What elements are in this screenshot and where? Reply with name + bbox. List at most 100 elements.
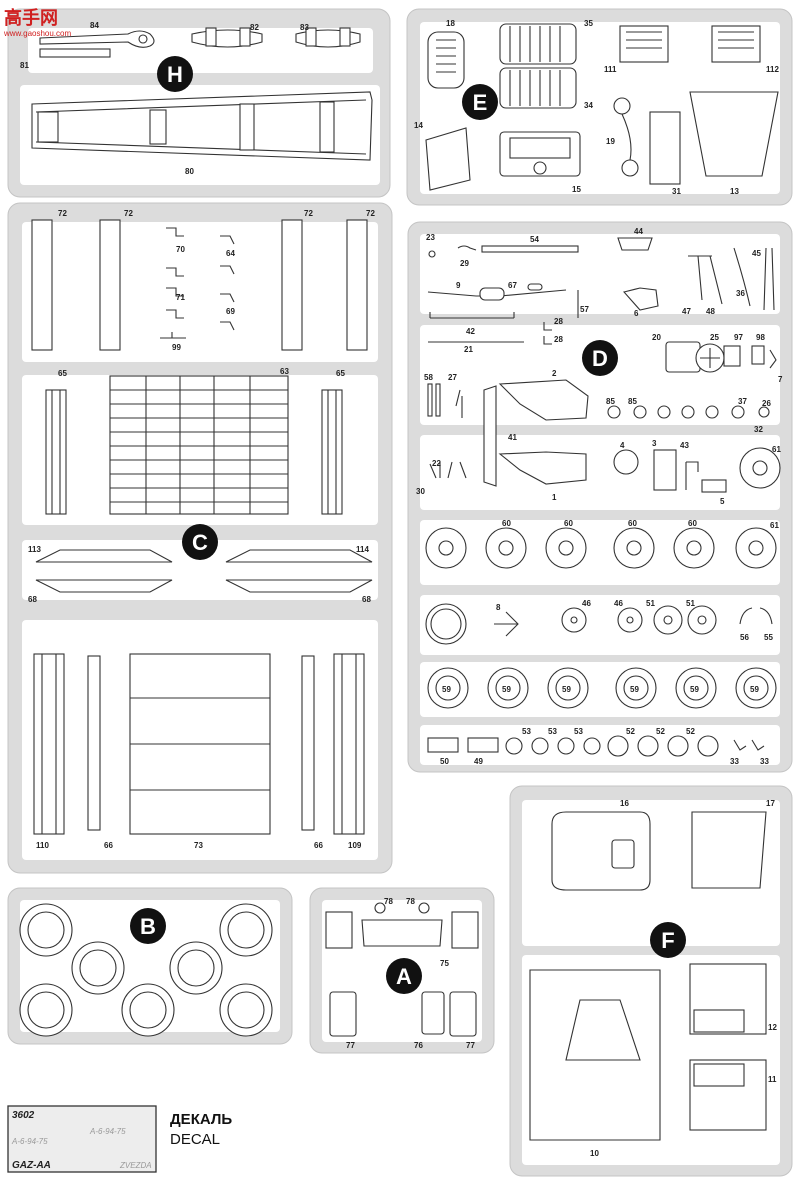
part-label: 6 <box>634 309 639 318</box>
part-label: 52 <box>656 727 665 736</box>
part-label: 97 <box>734 333 743 342</box>
part-label: 85 <box>606 397 615 406</box>
part-label: 11 <box>768 1075 777 1084</box>
sprue-badge-a <box>386 958 422 994</box>
decal-model: GAZ-AA <box>12 1160 51 1171</box>
part-label: 48 <box>706 307 715 316</box>
part-label: 114 <box>356 545 369 554</box>
part-label: 5 <box>720 497 725 506</box>
part-label: 63 <box>280 367 289 376</box>
part-label: 25 <box>710 333 719 342</box>
part-label: 60 <box>688 519 697 528</box>
part-label: 42 <box>466 327 475 336</box>
part-label: 33 <box>760 757 769 766</box>
part-label: 58 <box>424 373 433 382</box>
part-label: 77 <box>346 1041 355 1050</box>
part-label: 20 <box>652 333 661 342</box>
sprue-e-parts <box>425 23 779 191</box>
part-label: 111 <box>604 65 617 74</box>
part-label: 77 <box>466 1041 475 1050</box>
sprue-d-wheels <box>425 527 777 757</box>
sprue-h-labels: 84 82 83 81 80 <box>20 21 309 176</box>
part-label: 66 <box>104 841 113 850</box>
sprue-c-parts <box>31 219 373 835</box>
part-label: 46 <box>614 599 623 608</box>
part-label: 80 <box>185 167 194 176</box>
part-label: 51 <box>686 599 695 608</box>
sprue-c-labels: 72 72 72 72 70 64 71 69 99 65 63 65 113 … <box>28 209 375 850</box>
decal-brand: ZVEZDA <box>119 1161 152 1170</box>
part-label: 52 <box>626 727 635 736</box>
part-label: 37 <box>738 397 747 406</box>
sprue-f-parts <box>529 811 767 1141</box>
sprue-d-labels: 23 29 54 44 45 9 67 57 47 48 36 42 28 28… <box>416 227 783 766</box>
part-label: 27 <box>448 373 457 382</box>
part-label: 3 <box>652 439 657 448</box>
part-label: 72 <box>366 209 375 218</box>
part-label: 75 <box>440 959 449 968</box>
part-label: 68 <box>362 595 371 604</box>
part-label: 32 <box>754 425 763 434</box>
sprue-letter: A <box>396 964 412 989</box>
part-label: 85 <box>628 397 637 406</box>
sprue-b-tires <box>19 903 273 1037</box>
part-label: 4 <box>620 441 625 450</box>
part-label: 56 <box>740 633 749 642</box>
sprue-h-parts <box>31 27 373 161</box>
part-label: 60 <box>502 519 511 528</box>
sprue-f-labels: 16 17 12 11 10 <box>590 799 777 1158</box>
part-label: 10 <box>590 1149 599 1158</box>
part-label: 82 <box>250 23 259 32</box>
part-label: 84 <box>90 21 99 30</box>
watermark-logo: 高手网 <box>4 7 58 28</box>
part-label: 72 <box>124 209 133 218</box>
sprue-badge-f <box>650 922 686 958</box>
sprue-letter: B <box>140 914 156 939</box>
part-label: 53 <box>548 727 557 736</box>
sprue-badge-d <box>582 340 618 376</box>
part-label: 22 <box>432 459 441 468</box>
part-label: 60 <box>628 519 637 528</box>
sprue-badge-h <box>157 56 193 92</box>
part-label: 78 <box>384 897 393 906</box>
part-label: 50 <box>440 757 449 766</box>
part-label: 99 <box>172 343 181 352</box>
sprue-letter: C <box>192 530 208 555</box>
part-label: 46 <box>582 599 591 608</box>
part-label: 66 <box>314 841 323 850</box>
part-label: 53 <box>574 727 583 736</box>
part-label: 59 <box>442 685 451 694</box>
part-label: 31 <box>672 187 681 196</box>
part-label: 36 <box>736 289 745 298</box>
part-label: 52 <box>686 727 695 736</box>
part-label: 12 <box>768 1023 777 1032</box>
part-label: 49 <box>474 757 483 766</box>
part-label: 65 <box>336 369 345 378</box>
part-label: 13 <box>730 187 739 196</box>
part-label: 15 <box>572 185 581 194</box>
part-label: 28 <box>554 335 563 344</box>
part-label: 1 <box>552 493 557 502</box>
part-label: 59 <box>750 685 759 694</box>
sprue-badge-b <box>130 908 166 944</box>
part-label: 8 <box>496 603 501 612</box>
part-label: 72 <box>304 209 313 218</box>
part-label: 35 <box>584 19 593 28</box>
part-label: 64 <box>226 249 235 258</box>
decal-plate-1: А-6-94-75 <box>11 1137 48 1146</box>
part-label: 51 <box>646 599 655 608</box>
part-label: 68 <box>28 595 37 604</box>
sprue-letter: H <box>167 62 183 87</box>
part-label: 2 <box>552 369 557 378</box>
part-label: 76 <box>414 1041 423 1050</box>
decal-title-en: DECAL <box>170 1131 220 1148</box>
part-label: 53 <box>522 727 531 736</box>
decal-kit-number: 3602 <box>12 1110 35 1121</box>
part-label: 65 <box>58 369 67 378</box>
part-label: 59 <box>562 685 571 694</box>
part-label: 59 <box>502 685 511 694</box>
part-label: 19 <box>606 137 615 146</box>
part-label: 98 <box>756 333 765 342</box>
sprue-a-parts <box>325 902 479 1037</box>
